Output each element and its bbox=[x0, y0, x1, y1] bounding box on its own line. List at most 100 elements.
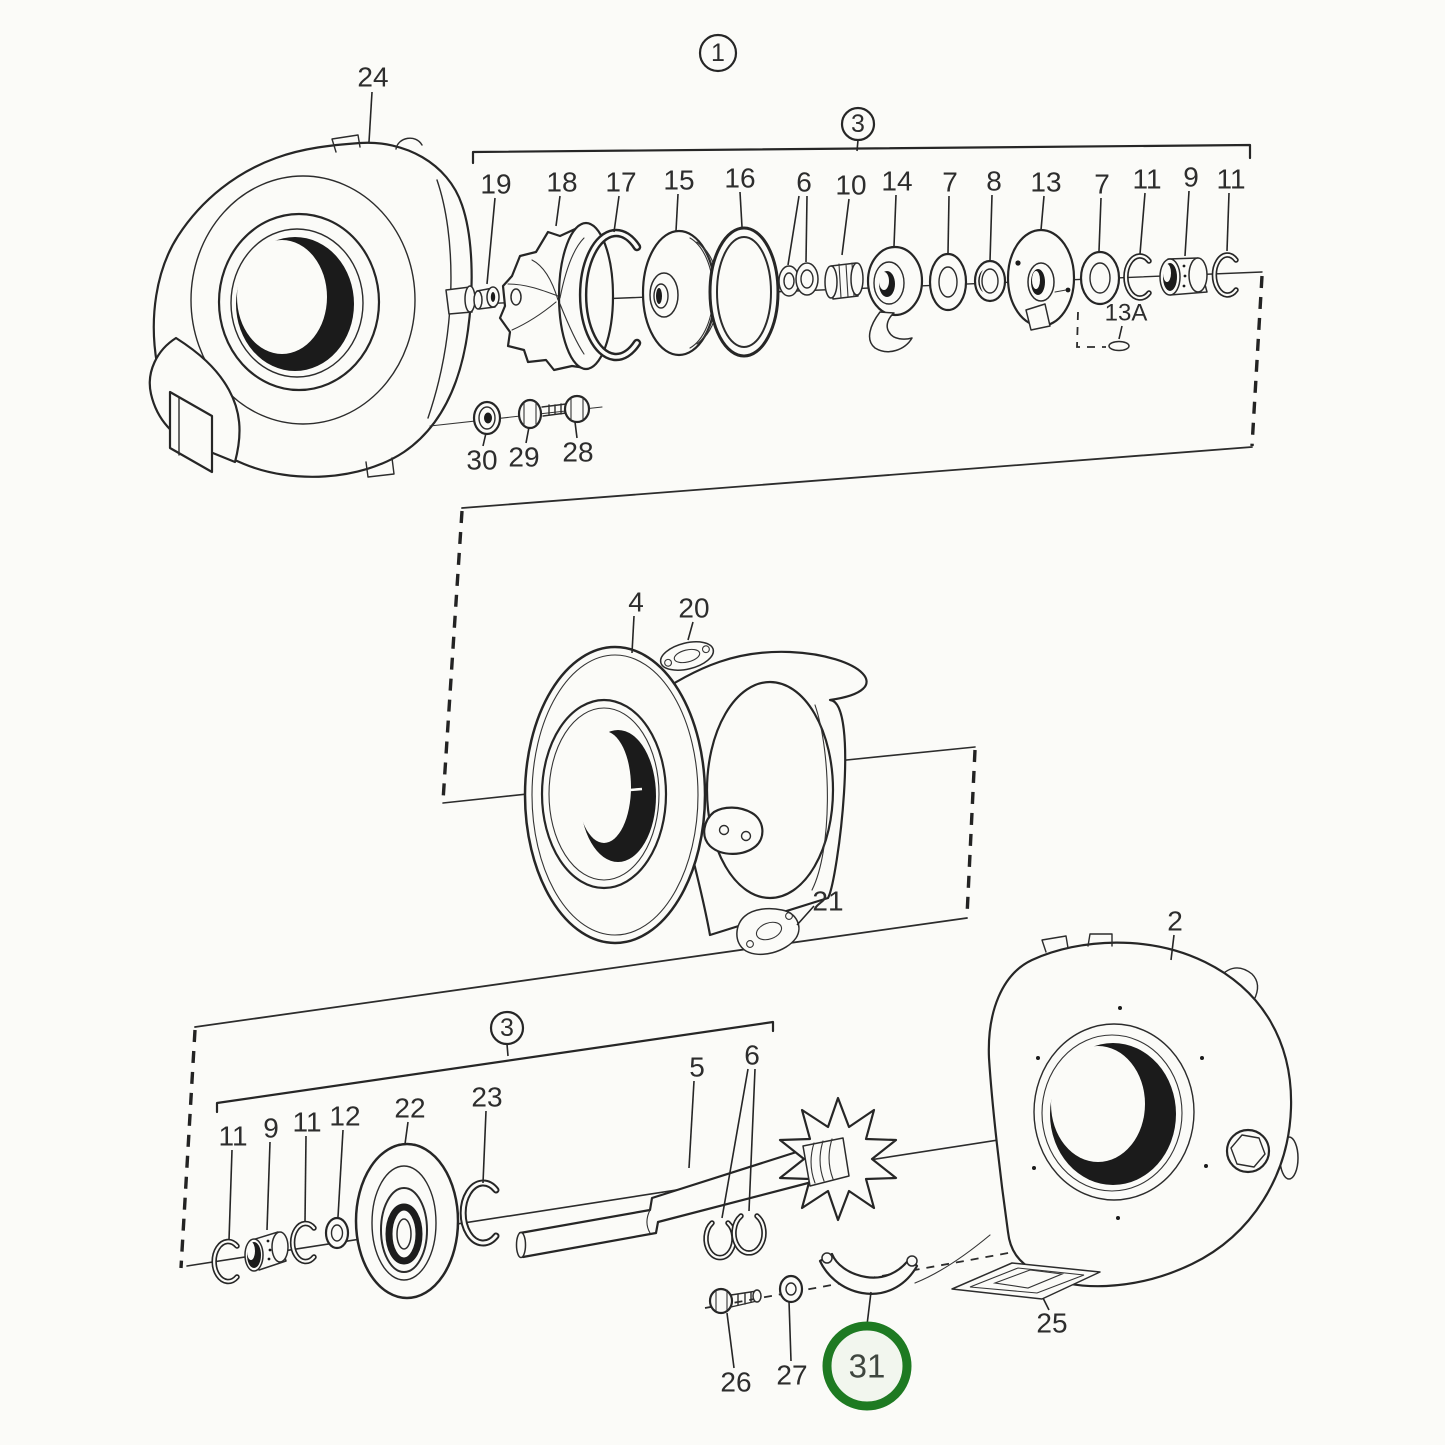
leader-part-14 bbox=[893, 194, 897, 247]
callout-part-24: 24 bbox=[357, 62, 388, 93]
callout-part-10: 10 bbox=[835, 170, 866, 201]
turbine-wheel bbox=[778, 1096, 898, 1222]
callout-part-6-bottom: 6 bbox=[744, 1040, 760, 1071]
leader-part-18 bbox=[555, 195, 561, 227]
callout-ref-3-bottom: 3 bbox=[500, 1014, 514, 1042]
bolt-set-30-29-28 bbox=[429, 394, 603, 436]
seal-rings-6-top bbox=[778, 262, 819, 297]
gasket-21 bbox=[736, 907, 800, 956]
callout-part-31: 31 bbox=[849, 1348, 886, 1385]
callout-ref-1: 1 bbox=[711, 39, 725, 67]
callout-part-11-a: 11 bbox=[1132, 164, 1161, 195]
bearing-housing-4 bbox=[523, 645, 868, 945]
snap-ring-11-a bbox=[1123, 253, 1152, 301]
callout-part-16: 16 bbox=[724, 163, 755, 194]
circlip-23 bbox=[459, 1179, 500, 1247]
leader-part-13A bbox=[1118, 325, 1123, 340]
callout-part-27: 27 bbox=[776, 1360, 807, 1391]
bushing-9-a bbox=[1159, 257, 1208, 296]
heat-shield-31 bbox=[818, 1252, 919, 1295]
callout-part-5: 5 bbox=[689, 1052, 705, 1083]
callout-part-9-a: 9 bbox=[1183, 162, 1199, 193]
callout-part-7-a: 7 bbox=[942, 167, 958, 198]
washer-7-a bbox=[928, 252, 968, 312]
leader-part-8 bbox=[989, 194, 993, 262]
callout-part-20: 20 bbox=[678, 593, 709, 624]
leader-ref-3-top bbox=[856, 139, 859, 152]
leader-part-7-a bbox=[947, 195, 950, 254]
ring-12 bbox=[324, 1216, 350, 1250]
callout-part-25: 25 bbox=[1036, 1308, 1067, 1339]
callout-part-2: 2 bbox=[1167, 906, 1183, 937]
leader-part-11-a bbox=[1139, 192, 1146, 255]
callout-part-13A: 13A bbox=[1105, 300, 1148, 327]
callout-part-9-b: 9 bbox=[263, 1113, 279, 1144]
leader-part-11-b bbox=[1226, 192, 1230, 252]
snap-ring-11-d bbox=[289, 1220, 317, 1265]
callout-part-11-b: 11 bbox=[1216, 164, 1245, 195]
leader-part-6-top-1 bbox=[805, 195, 808, 263]
thrust-collar-10 bbox=[824, 262, 864, 300]
seal-hub-22 bbox=[354, 1142, 460, 1300]
callout-part-29: 29 bbox=[508, 442, 539, 473]
o-ring-16 bbox=[708, 226, 780, 358]
leader-part-4 bbox=[631, 615, 635, 654]
callout-part-21: 21 bbox=[812, 886, 843, 917]
callout-part-14: 14 bbox=[881, 166, 912, 197]
leader-part-17 bbox=[613, 195, 620, 233]
callout-circle-part-31 bbox=[822, 1321, 912, 1411]
callout-part-8: 8 bbox=[986, 166, 1002, 197]
bolt-26 bbox=[708, 1287, 762, 1315]
snap-ring-11-c bbox=[211, 1238, 240, 1285]
callout-part-26: 26 bbox=[720, 1367, 751, 1398]
washer-27 bbox=[778, 1274, 804, 1304]
leader-part-26 bbox=[726, 1312, 735, 1369]
callout-part-11-c: 11 bbox=[218, 1121, 247, 1152]
leader-part-12 bbox=[337, 1129, 344, 1218]
leader-part-30 bbox=[482, 432, 487, 447]
leader-part-5 bbox=[688, 1080, 695, 1169]
callout-part-23: 23 bbox=[471, 1082, 502, 1113]
callout-part-15: 15 bbox=[663, 165, 694, 196]
gasket-25 bbox=[951, 1262, 1101, 1300]
callout-part-12: 12 bbox=[329, 1101, 360, 1132]
leader-part-22 bbox=[404, 1121, 409, 1145]
circlip-17 bbox=[578, 228, 642, 362]
leader-part-9-b bbox=[266, 1141, 271, 1231]
callout-part-13: 13 bbox=[1030, 167, 1061, 198]
leader-part-7-b bbox=[1098, 197, 1102, 252]
leader-part-25 bbox=[1042, 1297, 1050, 1311]
callout-part-18: 18 bbox=[546, 167, 577, 198]
turbine-shaft-5 bbox=[515, 1147, 814, 1259]
gasket-20 bbox=[659, 641, 715, 671]
leader-part-19 bbox=[486, 197, 496, 285]
callout-part-6-top: 6 bbox=[796, 167, 812, 198]
callout-part-4: 4 bbox=[628, 587, 644, 618]
callout-part-7-b: 7 bbox=[1094, 169, 1110, 200]
leader-part-2 bbox=[1170, 934, 1175, 961]
ring-8 bbox=[973, 259, 1007, 303]
leader-part-6-top bbox=[787, 195, 800, 266]
callout-part-22: 22 bbox=[394, 1093, 425, 1124]
bearing-plate-13 bbox=[1006, 228, 1076, 331]
leader-part-6-bottom bbox=[721, 1068, 749, 1219]
callout-circle-ref-1 bbox=[698, 33, 738, 73]
oil-slinger-14 bbox=[866, 245, 924, 353]
callout-part-28: 28 bbox=[562, 437, 593, 468]
leader-part-27 bbox=[788, 1300, 792, 1362]
bushing-9-b bbox=[244, 1231, 289, 1272]
turbine-housing-2 bbox=[914, 933, 1299, 1288]
leader-part-16 bbox=[739, 191, 743, 228]
leader-part-23 bbox=[482, 1110, 487, 1184]
leader-part-6-bottom-1 bbox=[748, 1068, 756, 1212]
leader-part-10 bbox=[841, 198, 850, 256]
snap-ring-11-b bbox=[1211, 252, 1239, 298]
callout-ref-3-top: 3 bbox=[851, 110, 865, 138]
leader-part-15 bbox=[675, 193, 679, 232]
seal-plate-15 bbox=[641, 229, 720, 357]
callout-part-11-d: 11 bbox=[292, 1107, 321, 1138]
leader-part-11-d bbox=[304, 1135, 307, 1223]
